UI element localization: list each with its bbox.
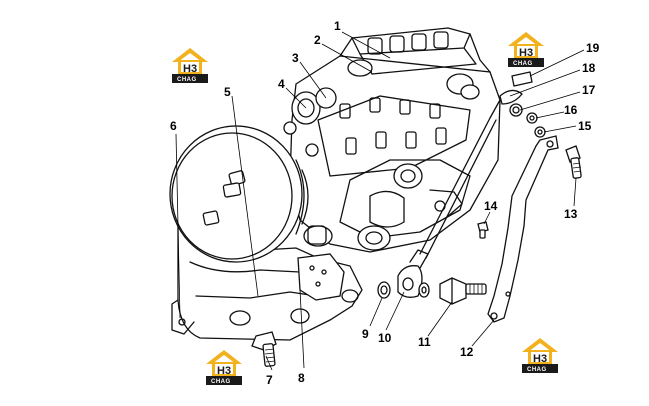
watermark-logo-top-left: H3 CHAG <box>172 48 208 83</box>
callout-18: 18 <box>582 61 596 75</box>
callout-10: 10 <box>378 331 392 345</box>
watermark-logo-bottom-right: H3 CHAG <box>522 338 558 373</box>
callout-17: 17 <box>582 83 596 97</box>
logo-sub-text: CHAG <box>177 77 197 83</box>
washer-17 <box>509 103 523 117</box>
fuel-injection-pump-body <box>283 27 501 253</box>
watermark-logo-bottom-left: H3 CHAG <box>206 350 242 385</box>
leader-lines <box>175 31 585 371</box>
callout-labels: 1 2 3 4 5 6 7 8 9 10 11 12 13 14 15 16 1… <box>170 19 600 387</box>
logo-brand-text: H3 <box>519 47 533 59</box>
control-rod <box>397 99 501 298</box>
clamp-18 <box>499 89 523 105</box>
logo-brand-text: H3 <box>533 353 547 365</box>
bracket-19 <box>511 71 533 87</box>
washer-9 <box>377 281 391 299</box>
callout-1: 1 <box>334 19 341 33</box>
support-strap <box>487 135 559 323</box>
callout-5: 5 <box>224 85 231 99</box>
logo-brand-text: H3 <box>183 63 197 75</box>
washer-10b <box>418 282 430 298</box>
screw-14 <box>477 221 489 239</box>
callout-15: 15 <box>578 119 592 133</box>
logo-sub-text: CHAG <box>513 61 533 67</box>
logo-sub-text: CHAG <box>211 379 231 385</box>
callout-14: 14 <box>484 199 498 213</box>
callout-11: 11 <box>418 335 431 349</box>
bolt-11 <box>439 277 487 305</box>
callout-7: 7 <box>266 373 273 387</box>
callout-12: 12 <box>460 345 474 359</box>
callout-3: 3 <box>292 51 299 65</box>
callout-19: 19 <box>586 41 600 55</box>
nut-16 <box>526 112 538 124</box>
callout-4: 4 <box>278 77 285 91</box>
callout-8: 8 <box>298 371 305 385</box>
logo-sub-text: CHAG <box>527 367 547 373</box>
callout-6: 6 <box>170 119 177 133</box>
drive-pulley <box>169 125 309 263</box>
callout-16: 16 <box>564 103 578 117</box>
watermark-logo-top-right: H3 CHAG <box>508 32 544 67</box>
callout-9: 9 <box>362 327 369 341</box>
callout-13: 13 <box>564 207 578 221</box>
logo-brand-text: H3 <box>217 365 231 377</box>
nut-15 <box>534 126 546 138</box>
bolt-7 <box>251 331 277 367</box>
bracket-plate <box>297 253 345 301</box>
bolt-13 <box>565 145 582 179</box>
callout-2: 2 <box>314 33 321 47</box>
